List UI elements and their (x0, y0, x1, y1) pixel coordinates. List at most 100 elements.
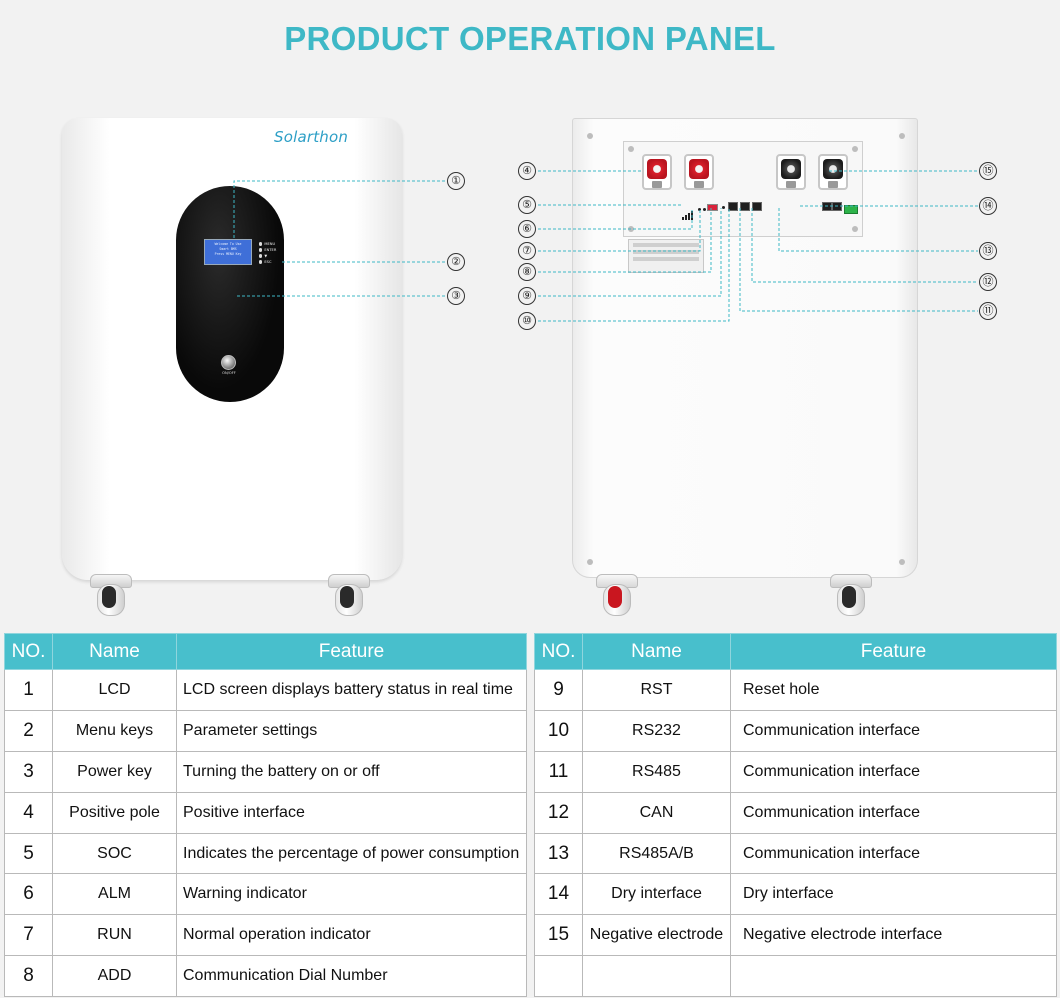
caster-wheel (828, 574, 874, 620)
menu-keys: MENU ENTER ▼ ESC (259, 241, 285, 265)
cell-feature: Negative electrode interface (730, 914, 1057, 957)
enter-key-label: ENTER (264, 248, 277, 252)
esc-key-label: ESC (264, 260, 272, 264)
cell-no: 4 (4, 791, 53, 834)
rs485-port[interactable] (740, 202, 750, 211)
menu-key-label: MENU (264, 242, 276, 246)
lcd-line: Welcome To Use (214, 242, 242, 246)
power-button[interactable] (221, 355, 236, 370)
cell-name: Dry interface (582, 873, 731, 916)
cell-feature: Indicates the percentage of power consum… (176, 832, 527, 875)
caster-wheel (594, 574, 640, 620)
table-header-row: NO. Name Feature (4, 633, 527, 670)
cell-feature: Communication interface (730, 709, 1057, 752)
negative-terminal (818, 154, 848, 190)
cell-name: Positive pole (52, 791, 177, 834)
cell-feature: Reset hole (730, 669, 1057, 711)
header-feature: Feature (730, 633, 1057, 670)
screw (628, 146, 634, 152)
cell-no (534, 955, 583, 998)
callout-line-9 (538, 208, 722, 297)
cell-feature: Communication interface (730, 791, 1057, 834)
cell-name: RS485 (582, 750, 731, 793)
screw (899, 559, 905, 565)
callout-line-11 (739, 208, 978, 312)
table-header-row: NO. Name Feature (534, 633, 1057, 670)
callout-line-6 (538, 208, 693, 230)
page-title: PRODUCT OPERATION PANEL (284, 20, 776, 57)
menu-key[interactable]: MENU (259, 241, 285, 247)
cell-name: ADD (52, 955, 177, 998)
rs232-port[interactable] (728, 202, 738, 211)
cell-feature: Communication Dial Number (176, 955, 527, 998)
callout-6: ⑥ (518, 220, 536, 238)
caster-wheel (326, 574, 372, 620)
callout-9: ⑨ (518, 287, 536, 305)
terminal-panel (623, 141, 863, 237)
cell-feature (730, 955, 1057, 998)
header-no: NO. (534, 633, 583, 670)
callout-line-10 (538, 208, 730, 322)
positive-terminal (684, 154, 714, 190)
cell-feature: Warning indicator (176, 873, 527, 916)
cell-no: 3 (4, 750, 53, 793)
key-dot-icon (259, 260, 263, 264)
cell-name: RUN (52, 914, 177, 957)
enter-key[interactable]: ENTER (259, 247, 285, 253)
reset-hole[interactable] (722, 206, 725, 209)
cell-name: Power key (52, 750, 177, 793)
cell-no: 9 (534, 669, 583, 711)
header-no: NO. (4, 633, 53, 670)
table-row (534, 955, 1057, 998)
callout-3: ③ (447, 287, 465, 305)
cell-feature: Turning the battery on or off (176, 750, 527, 793)
control-panel: Welcome To Use Smart BMS Press MENU Key … (176, 186, 284, 402)
cell-no: 1 (4, 669, 53, 711)
cell-no: 15 (534, 914, 583, 957)
callout-8: ⑧ (518, 263, 536, 281)
cell-no: 6 (4, 873, 53, 916)
caster-wheel (88, 574, 134, 620)
power-label: ON/OFF (222, 371, 236, 375)
cell-no: 2 (4, 709, 53, 752)
cell-name: ALM (52, 873, 177, 916)
can-port[interactable] (752, 202, 762, 211)
key-dot-icon (259, 248, 263, 252)
cell-no: 14 (534, 873, 583, 916)
cell-name: Menu keys (52, 709, 177, 752)
down-key[interactable]: ▼ (259, 253, 285, 259)
callout-line-13 (778, 208, 978, 252)
dial-switch[interactable] (707, 204, 718, 211)
screw (852, 226, 858, 232)
cell-feature: Parameter settings (176, 709, 527, 752)
cell-no: 5 (4, 832, 53, 875)
battery-front-body: Solarthon Welcome To Use Smart BMS Press… (62, 118, 402, 580)
callout-7: ⑦ (518, 242, 536, 260)
callout-lines (233, 170, 978, 322)
callout-line-7 (538, 208, 701, 252)
header-name: Name (582, 633, 731, 670)
key-dot-icon (259, 242, 263, 246)
cell-name: SOC (52, 832, 177, 875)
battery-back-body (572, 118, 918, 578)
callout-line-1 (233, 180, 446, 238)
spec-label (628, 239, 704, 273)
lcd-screen: Welcome To Use Smart BMS Press MENU Key (204, 239, 252, 265)
esc-key[interactable]: ESC (259, 259, 285, 265)
cell-name: Negative electrode (582, 914, 731, 957)
callout-line-12 (751, 208, 978, 283)
